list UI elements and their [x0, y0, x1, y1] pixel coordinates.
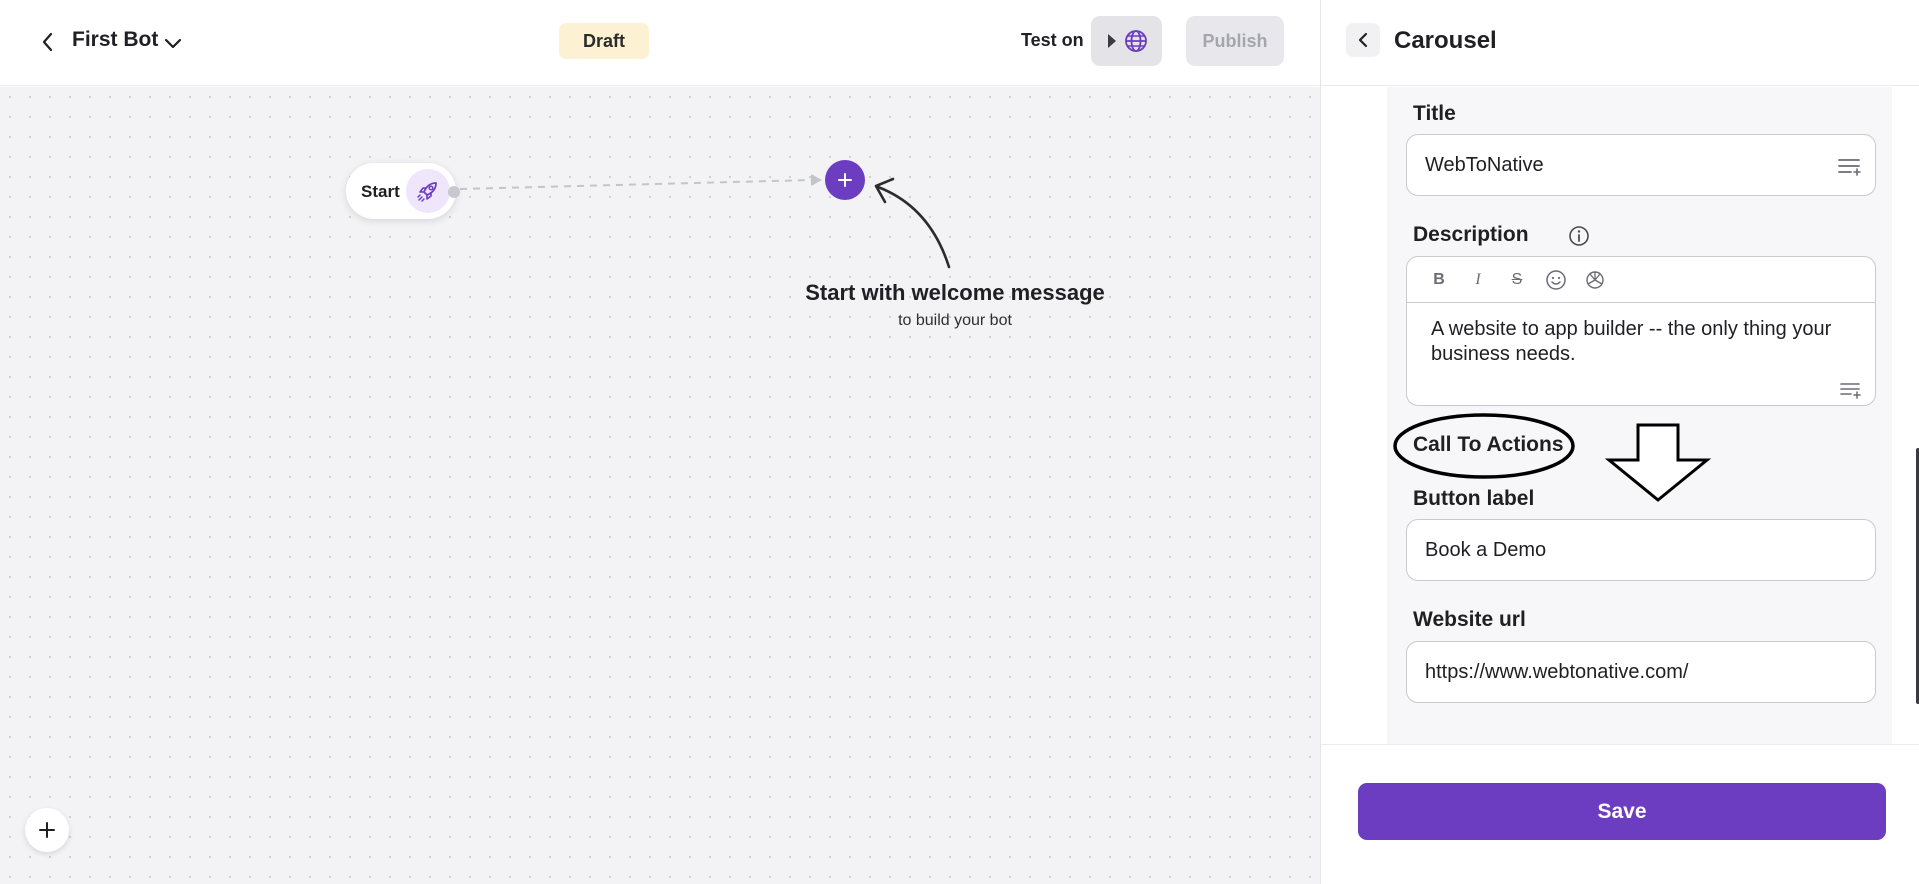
strikethrough-button[interactable]: S: [1506, 269, 1528, 291]
cta-heading: Call To Actions: [1413, 433, 1564, 456]
panel-form: Title WebToNative Description B I: [1387, 87, 1892, 755]
button-label-value: Book a Demo: [1425, 538, 1547, 561]
panel-back-button[interactable]: [1346, 23, 1380, 57]
bold-button[interactable]: B: [1428, 269, 1450, 291]
editor-topbar: First Bot Draft Test on Publish: [0, 0, 1320, 86]
save-button[interactable]: Save: [1358, 783, 1886, 840]
plus-icon: [39, 822, 55, 838]
description-label: Description: [1413, 223, 1529, 246]
lines-icon[interactable]: [1837, 157, 1861, 177]
emoji-icon: [1546, 270, 1566, 290]
add-node-button[interactable]: [825, 160, 865, 200]
chevron-down-icon[interactable]: [163, 34, 183, 52]
bot-name[interactable]: First Bot: [72, 28, 159, 51]
play-icon: [1107, 34, 1116, 48]
ai-assist-button[interactable]: [1584, 269, 1606, 291]
lines-icon[interactable]: [1839, 381, 1861, 399]
panel-title: Carousel: [1394, 27, 1497, 54]
start-node-label: Start: [361, 182, 400, 201]
start-node[interactable]: Start: [346, 163, 456, 219]
openai-icon: [1586, 271, 1604, 289]
description-text[interactable]: A website to app builder -- the only thi…: [1431, 318, 1832, 365]
test-on-label: Test on: [1021, 30, 1084, 50]
bold-label: B: [1433, 271, 1445, 288]
italic-label: I: [1475, 271, 1481, 288]
title-label: Title: [1413, 102, 1456, 125]
status-badge: Draft: [559, 23, 649, 59]
info-icon[interactable]: [1568, 225, 1590, 247]
plus-icon: [838, 173, 852, 187]
hint-title: Start with welcome message: [805, 280, 1105, 305]
globe-icon: [1124, 30, 1147, 52]
website-url-label: Website url: [1413, 608, 1526, 631]
back-icon[interactable]: [38, 30, 58, 54]
title-input-value: WebToNative: [1425, 153, 1544, 176]
flow-connections: [459, 174, 951, 269]
test-web-button[interactable]: [1091, 16, 1162, 66]
start-node-port[interactable]: [448, 186, 460, 198]
panel-header: Carousel: [1321, 0, 1919, 86]
down-arrow-annotation: [1604, 423, 1712, 502]
canvas-add-button[interactable]: [25, 808, 69, 852]
website-url-input[interactable]: https://www.webtonative.com/: [1406, 641, 1876, 703]
button-label-label: Button label: [1413, 487, 1535, 510]
description-editor: B I S: [1406, 256, 1876, 406]
italic-button[interactable]: I: [1467, 269, 1489, 291]
rich-text-toolbar: B I S: [1407, 257, 1875, 303]
bot-editor: First Bot Draft Test on Publish: [0, 0, 1320, 884]
panel-footer: Save: [1321, 744, 1919, 884]
website-url-value: https://www.webtonative.com/: [1425, 660, 1689, 683]
title-input[interactable]: WebToNative: [1406, 134, 1876, 196]
publish-button[interactable]: Publish: [1186, 16, 1284, 66]
panel-scrollbar[interactable]: [1916, 448, 1919, 704]
hint-subtitle: to build your bot: [898, 312, 1012, 329]
flow-canvas[interactable]: Start Start with welcome message to buil…: [0, 87, 1320, 884]
emoji-button[interactable]: [1545, 269, 1567, 291]
strikethrough-label: S: [1511, 271, 1523, 288]
chevron-left-icon: [1358, 32, 1368, 48]
carousel-settings-panel: Carousel Title WebToNative Description B…: [1320, 0, 1919, 884]
highlight-ellipse-annotation: [1393, 413, 1575, 479]
rocket-icon: [406, 169, 450, 213]
button-label-input[interactable]: Book a Demo: [1406, 519, 1876, 581]
